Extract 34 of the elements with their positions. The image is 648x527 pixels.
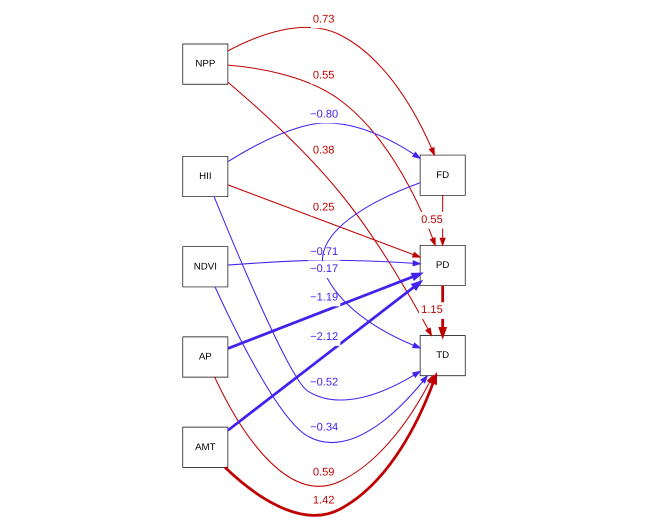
arrow bbox=[228, 64, 436, 247]
arrow bbox=[214, 196, 422, 400]
node-box: NPP bbox=[182, 44, 228, 85]
edge-label: 0.55 bbox=[312, 70, 334, 82]
edge-label: 0.59 bbox=[312, 466, 334, 479]
node-box: HII bbox=[182, 156, 228, 198]
arrow bbox=[228, 27, 436, 156]
edge-label: 0.38 bbox=[312, 144, 334, 157]
edge-label: 1.42 bbox=[312, 494, 334, 506]
node-box: AMT bbox=[182, 426, 228, 468]
edge-label: 0.55 bbox=[421, 214, 443, 226]
edge-label: 1.15 bbox=[421, 304, 443, 316]
node-box: FD bbox=[420, 154, 466, 196]
arrow bbox=[227, 280, 424, 432]
arrow bbox=[228, 260, 422, 266]
node-box: TD bbox=[420, 335, 466, 376]
node-box: AP bbox=[182, 336, 228, 378]
arrow bbox=[228, 122, 422, 162]
node-box: PD bbox=[420, 244, 466, 286]
edge-label: −2.12 bbox=[310, 331, 338, 344]
edge-label: −0.52 bbox=[310, 376, 338, 388]
arrow bbox=[224, 372, 438, 517]
edge-label: 0.73 bbox=[312, 13, 334, 26]
edge-label: −1.19 bbox=[310, 292, 338, 304]
arrow bbox=[322, 182, 422, 349]
edge-label: −0.80 bbox=[310, 108, 338, 120]
node-box: NDVI bbox=[182, 246, 228, 288]
arrow bbox=[228, 82, 432, 337]
edge-label: −0.17 bbox=[310, 263, 338, 276]
edge-label: 0.25 bbox=[312, 201, 334, 214]
arrow bbox=[214, 286, 428, 443]
arrow bbox=[228, 272, 424, 350]
arrow bbox=[228, 184, 422, 258]
edge-label: −0.34 bbox=[310, 421, 338, 434]
